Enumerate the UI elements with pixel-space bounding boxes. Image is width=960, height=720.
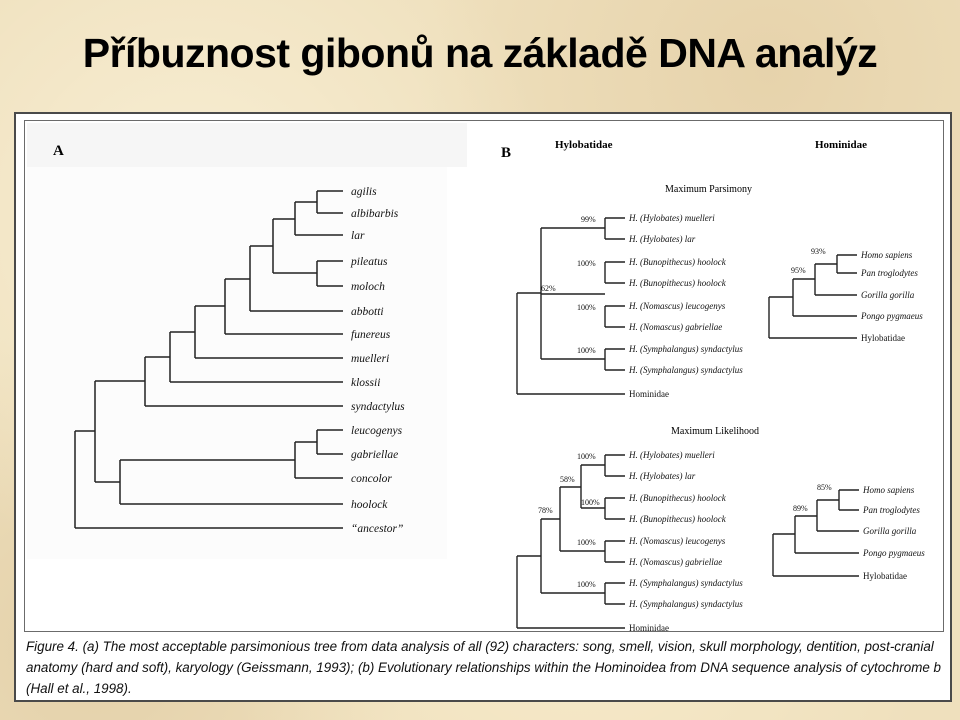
taxon-label: Hylobatidae — [861, 333, 905, 343]
phylogeny-figure: A B Hylobatidae Hominidae — [27, 123, 925, 633]
ml-title: Maximum Likelihood — [671, 426, 759, 437]
tree-hom2-branches — [772, 489, 859, 577]
tree-ml-branches — [516, 454, 625, 629]
tree-a-labels: agilis albibarbis lar pileatus moloch ab… — [350, 186, 405, 535]
hom1-supports: 93% 95% — [791, 247, 826, 275]
tree-mp-branches — [516, 217, 625, 395]
hominidae-heading: Hominidae — [815, 139, 867, 151]
page-title: Příbuznost gibonů na základě DNA analýz — [82, 30, 878, 76]
taxon-label: H. (Symphalangus) syndactylus — [628, 599, 743, 609]
taxon-label: leucogenys — [351, 425, 403, 437]
support-value: 93% — [811, 247, 826, 256]
taxon-label: H. (Symphalangus) syndactylus — [628, 344, 743, 354]
taxon-label: H. (Hylobates) lar — [628, 471, 696, 481]
tree-a-branches — [74, 190, 343, 529]
taxon-label: H. (Bunopithecus) hoolock — [628, 514, 727, 524]
taxon-label: klossii — [351, 377, 380, 389]
support-value: 58% — [560, 475, 575, 484]
taxon-label: Pongo pygmaeus — [862, 548, 925, 558]
taxon-label: Homo sapiens — [862, 485, 915, 495]
taxon-label: moloch — [351, 281, 385, 293]
taxon-label: Gorilla gorilla — [863, 526, 917, 536]
taxon-label: H. (Symphalangus) syndactylus — [628, 578, 743, 588]
taxon-label: hoolock — [351, 499, 388, 511]
taxon-label: H. (Nomascus) gabriellae — [628, 322, 722, 332]
support-value: 100% — [577, 452, 596, 461]
taxon-label: H. (Nomascus) leucogenys — [628, 536, 726, 546]
taxon-label: Hominidae — [629, 623, 669, 633]
support-value: 95% — [791, 266, 806, 275]
support-value: 100% — [577, 259, 596, 268]
taxon-label: concolor — [351, 473, 392, 485]
hom2-labels: Homo sapiens Pan troglodytes Gorilla gor… — [862, 485, 925, 581]
support-value: 100% — [577, 346, 596, 355]
mp-labels: H. (Hylobates) muelleri H. (Hylobates) l… — [628, 213, 743, 399]
taxon-label: gabriellae — [351, 449, 398, 461]
taxon-label: Pan troglodytes — [862, 505, 920, 515]
mp-title: Maximum Parsimony — [665, 184, 752, 195]
taxon-label: H. (Symphalangus) syndactylus — [628, 365, 743, 375]
taxon-label: “ancestor” — [351, 523, 403, 535]
support-value: 89% — [793, 504, 808, 513]
ml-supports: 100% 100% 100% 100% 58% 78% — [538, 452, 600, 589]
taxon-label: muelleri — [351, 353, 389, 365]
taxon-label: Hominidae — [629, 389, 669, 399]
ml-labels: H. (Hylobates) muelleri H. (Hylobates) l… — [628, 450, 743, 633]
support-value: 100% — [577, 580, 596, 589]
taxon-label: Hylobatidae — [863, 571, 907, 581]
taxon-label: H. (Bunopithecus) hoolock — [628, 493, 727, 503]
figure-panel: A B Hylobatidae Hominidae — [14, 112, 952, 702]
tree-hom1-branches — [768, 254, 857, 339]
taxon-label: H. (Nomascus) leucogenys — [628, 301, 726, 311]
support-value: 62% — [541, 284, 556, 293]
figure-frame: A B Hylobatidae Hominidae — [24, 120, 944, 633]
support-value: 100% — [577, 303, 596, 312]
panel-b-label: B — [501, 145, 511, 161]
taxon-label: Homo sapiens — [860, 250, 913, 260]
hylobatidae-heading: Hylobatidae — [555, 139, 613, 151]
hom1-labels: Homo sapiens Pan troglodytes Gorilla gor… — [860, 250, 923, 343]
taxon-label: H. (Bunopithecus) hoolock — [628, 257, 727, 267]
support-value: 100% — [577, 538, 596, 547]
taxon-label: pileatus — [350, 256, 388, 268]
taxon-label: agilis — [351, 186, 377, 198]
taxon-label: H. (Bunopithecus) hoolock — [628, 278, 727, 288]
taxon-label: H. (Nomascus) gabriellae — [628, 557, 722, 567]
taxon-label: H. (Hylobates) muelleri — [628, 450, 715, 460]
hom2-supports: 85% 89% — [793, 483, 832, 513]
figure-caption: Figure 4. (a) The most acceptable parsim… — [26, 639, 941, 696]
taxon-label: syndactylus — [351, 401, 405, 413]
support-value: 100% — [581, 498, 600, 507]
taxon-label: funereus — [351, 329, 391, 341]
taxon-label: H. (Hylobates) lar — [628, 234, 696, 244]
taxon-label: Pan troglodytes — [860, 268, 918, 278]
mp-supports: 99% 100% 100% 100% 62% — [541, 215, 596, 355]
taxon-label: Pongo pygmaeus — [860, 311, 923, 321]
taxon-label: albibarbis — [351, 208, 399, 220]
taxon-label: lar — [351, 230, 365, 242]
panel-a-label: A — [53, 143, 64, 159]
support-value: 85% — [817, 483, 832, 492]
taxon-label: H. (Hylobates) muelleri — [628, 213, 715, 223]
taxon-label: Gorilla gorilla — [861, 290, 915, 300]
support-value: 99% — [581, 215, 596, 224]
taxon-label: abbotti — [351, 306, 384, 318]
support-value: 78% — [538, 506, 553, 515]
